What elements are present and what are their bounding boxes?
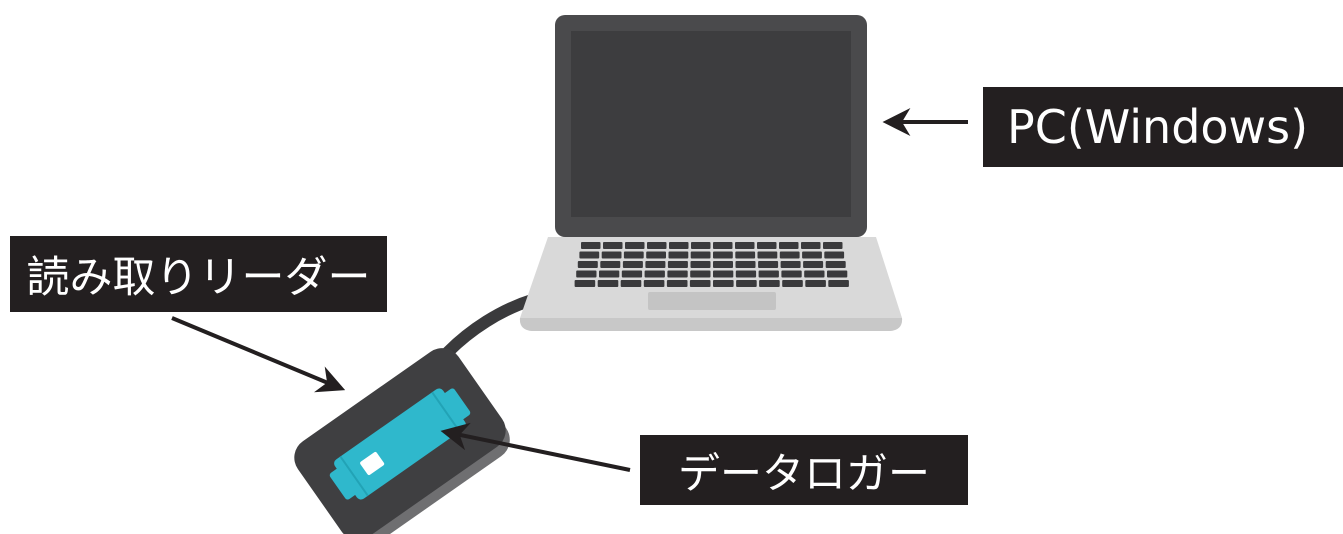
keyboard-key [643, 280, 665, 287]
keyboard-key [757, 251, 778, 259]
keyboard-key [644, 270, 665, 278]
keyboard-key [758, 261, 779, 268]
laptop-keyboard [574, 242, 849, 287]
laptop-touchpad [648, 292, 776, 310]
keyboard-key [782, 280, 803, 287]
keyboard-key [802, 251, 822, 259]
keyboard-key [713, 270, 734, 278]
reader-label: 読み取りリーダー [10, 236, 387, 312]
keyboard-key [804, 270, 825, 278]
keyboard-key [603, 242, 623, 249]
keyboard-key [827, 270, 848, 278]
keyboard-key [779, 251, 800, 259]
laptop-icon [519, 15, 903, 331]
keyboard-key [713, 242, 733, 249]
keyboard-key [600, 261, 621, 268]
keyboard-key [735, 261, 756, 268]
keyboard-key [713, 280, 734, 287]
keyboard-key [601, 251, 622, 259]
keyboard-key [735, 242, 755, 249]
logger-cap-left [329, 467, 358, 500]
keyboard-key [667, 270, 688, 278]
laptop-base [519, 237, 903, 331]
laptop-screen [571, 31, 851, 217]
keyboard-key [669, 242, 689, 249]
card-reader-icon [294, 348, 510, 534]
keyboard-key [579, 251, 600, 259]
pc-label: PC(Windows) [983, 87, 1343, 167]
keyboard-key [828, 280, 849, 287]
keyboard-key [690, 251, 711, 259]
keyboard-key [622, 261, 643, 268]
keyboard-key [735, 251, 756, 259]
keyboard-key [781, 270, 802, 278]
keyboard-key [713, 261, 733, 268]
keyboard-key [621, 270, 643, 278]
keyboard-key [623, 251, 644, 259]
laptop-base-edge [519, 318, 903, 331]
keyboard-key [758, 270, 779, 278]
logger-groove [339, 455, 369, 497]
keyboard-key [620, 280, 642, 287]
keyboard-key [736, 280, 757, 287]
usb-cable [442, 294, 538, 358]
keyboard-key [576, 270, 597, 278]
keyboard-key [668, 251, 689, 259]
keyboard-key [735, 270, 757, 278]
keyboard-key [691, 242, 711, 249]
arrow-reader [171, 316, 346, 393]
keyboard-key [780, 261, 801, 268]
keyboard-key [581, 242, 601, 249]
keyboard-key [805, 280, 826, 287]
keyboard-key [713, 251, 733, 259]
keyboard-key [574, 280, 596, 287]
keyboard-key [625, 242, 645, 249]
logger-cap-right [442, 388, 471, 421]
keyboard-key [599, 270, 620, 278]
keyboard-key [690, 270, 711, 278]
keyboard-key [666, 280, 688, 287]
keyboard-key [757, 242, 777, 249]
keyboard-key [667, 261, 688, 268]
keyboard-key [647, 242, 667, 249]
keyboard-key [645, 261, 666, 268]
logger-window [360, 451, 385, 476]
keyboard-key [823, 242, 843, 249]
keyboard-key [801, 242, 821, 249]
keyboard-key [577, 261, 598, 268]
logger-label: データロガー [640, 435, 968, 505]
keyboard-key [597, 280, 619, 287]
keyboard-key [779, 242, 799, 249]
keyboard-key [690, 261, 711, 268]
keyboard-key [759, 280, 780, 287]
keyboard-key [689, 280, 711, 287]
keyboard-key [646, 251, 666, 259]
keyboard-key [824, 251, 845, 259]
keyboard-key [803, 261, 824, 268]
arrow-logger [440, 422, 631, 472]
keyboard-key [825, 261, 846, 268]
